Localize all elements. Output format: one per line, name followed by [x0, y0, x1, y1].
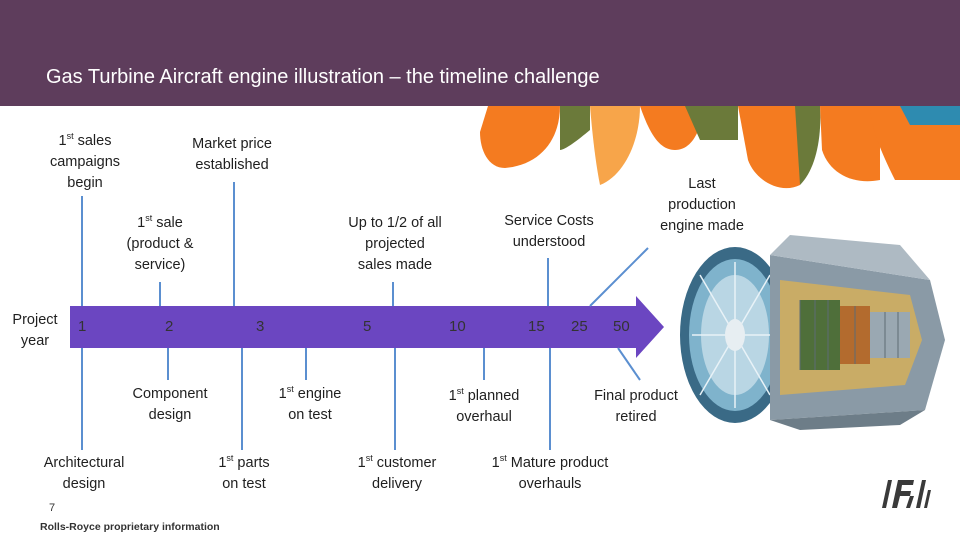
label-line: design [148, 407, 192, 423]
label-line: production [668, 197, 736, 213]
year-tick: 5 [363, 318, 372, 335]
leader-line [617, 347, 641, 381]
milestone-service-costs: Service Costs understood [488, 211, 610, 253]
year-tick: 25 [571, 318, 588, 335]
label-line: sales made [357, 257, 433, 273]
label-line: on test [222, 476, 266, 492]
year-tick: 3 [256, 318, 265, 335]
label-part: 1 [357, 455, 366, 471]
label-part: 1 [448, 388, 457, 404]
label-part: 1 [137, 215, 146, 231]
label-line: campaigns [49, 154, 121, 170]
year-tick: 10 [449, 318, 466, 335]
label-part: sales [73, 133, 112, 149]
year-tick: 2 [165, 318, 174, 335]
leader-line [589, 247, 649, 307]
label-line: Service Costs [504, 213, 594, 229]
label-sup: st [365, 453, 373, 464]
label-part: 1 [278, 386, 287, 402]
turbofan-engine-cutaway-icon [680, 235, 945, 430]
label-sup: st [145, 213, 153, 224]
label-part: 1 [58, 133, 67, 149]
label-sup: st [456, 386, 464, 397]
label-part: parts [233, 455, 270, 471]
axis-label: Project year [4, 310, 66, 352]
year-tick: 15 [528, 318, 545, 335]
label-line: Last [688, 176, 716, 192]
label-line: Market price [192, 136, 272, 152]
milestone-planned-overhaul: 1st planned overhaul [428, 386, 540, 428]
header-band [0, 0, 960, 106]
label-sup: st [226, 453, 234, 464]
label-part: customer [372, 455, 437, 471]
label-part: Mature product [506, 455, 609, 471]
label-line: understood [512, 234, 586, 250]
label-line: projected [365, 236, 425, 252]
label-sup: st [66, 131, 74, 142]
milestone-first-sale: 1st sale (product & service) [105, 213, 215, 276]
label-line: engine made [660, 218, 744, 234]
milestone-last-production: Last production engine made [646, 174, 758, 237]
axis-label-line: Project [12, 312, 58, 328]
label-part: 1 [491, 455, 500, 471]
label-line: overhauls [518, 476, 582, 492]
label-line: on test [288, 407, 332, 423]
milestone-customer-delivery: 1st customer delivery [337, 453, 457, 495]
label-line: Final product [594, 388, 678, 404]
milestone-final-product: Final product retired [578, 386, 694, 428]
label-line: service) [134, 257, 186, 273]
milestone-market-price: Market price established [172, 134, 292, 176]
label-line: Architectural [43, 455, 125, 471]
company-logo-icon [882, 480, 931, 508]
label-line: delivery [372, 476, 422, 492]
label-sup: st [499, 453, 507, 464]
label-line: begin [67, 175, 103, 191]
label-part: planned [463, 388, 520, 404]
label-line: retired [615, 409, 657, 425]
milestone-engine-test: 1st engine on test [258, 384, 362, 426]
label-line: Up to 1/2 of all [348, 215, 442, 231]
label-sup: st [286, 384, 294, 395]
label-line: design [62, 476, 106, 492]
year-tick: 1 [78, 318, 87, 335]
milestone-sales-campaigns: 1st sales campaigns begin [30, 131, 140, 194]
page-title: Gas Turbine Aircraft engine illustration… [46, 66, 600, 88]
label-line: Component [132, 386, 208, 402]
label-line: (product & [126, 236, 194, 252]
label-part: 1 [218, 455, 227, 471]
year-tick: 50 [613, 318, 630, 335]
timeline-arrow [70, 296, 664, 358]
milestone-mature-overhauls: 1st Mature product overhauls [470, 453, 630, 495]
label-part: sale [152, 215, 183, 231]
axis-label-line: year [20, 333, 50, 349]
milestone-architectural-design: Architectural design [22, 453, 146, 495]
milestone-component-design: Component design [115, 384, 225, 426]
milestone-parts-test: 1st parts on test [196, 453, 292, 495]
label-part: engine [293, 386, 342, 402]
label-line: established [195, 157, 269, 173]
page-number: 7 [49, 502, 56, 514]
proprietary-note: Rolls-Royce proprietary information [40, 521, 220, 533]
label-line: overhaul [456, 409, 512, 425]
milestone-half-sales: Up to 1/2 of all projected sales made [328, 213, 462, 276]
